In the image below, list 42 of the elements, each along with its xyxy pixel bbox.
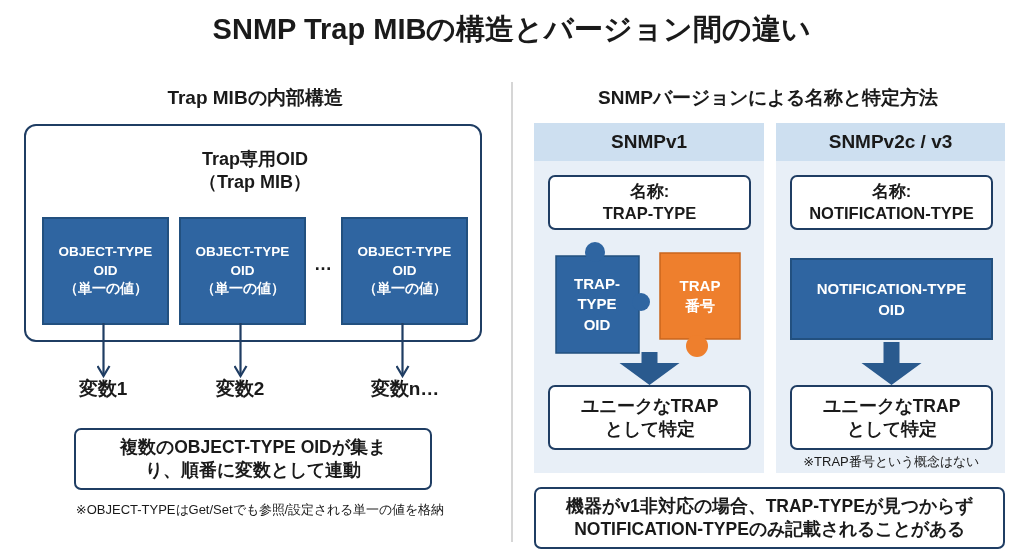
oid-box	[42, 217, 169, 325]
group-box	[24, 124, 482, 342]
oid-box	[179, 217, 306, 325]
oid-text: OBJECT-TYPE OID（単一の値）	[57, 242, 154, 299]
arrow	[96, 323, 111, 378]
text-box	[548, 175, 751, 230]
variable-label: 変数2	[200, 376, 280, 402]
text-box	[534, 487, 1005, 549]
puzzle-text: TRAP-TYPE OID	[573, 274, 621, 335]
text-box	[790, 385, 993, 450]
section-heading: SNMPバージョンによる名称と特定方法	[597, 86, 939, 110]
box-text: 機器がv1非対応の場合、TRAP-TYPEが見つからずNOTIFICATION-TYPEのみ記載されることがある	[564, 495, 974, 541]
ellipsis-mark: …	[313, 252, 333, 276]
text-box	[548, 385, 751, 450]
oid-box	[790, 258, 993, 340]
box-text: ユニークなTRAPとして特定	[821, 394, 962, 441]
box-text: ユニークなTRAPとして特定	[579, 394, 720, 441]
block-arrow	[861, 342, 922, 385]
oid-text: NOTIFICATION-TYPE OID	[815, 279, 968, 320]
puzzle-text: TRAP番号	[678, 275, 722, 316]
diagram-title: SNMP Trap MIBの構造とバージョン間の違い	[211, 12, 813, 47]
panel-header: SNMPv1	[534, 123, 764, 161]
group-heading: Trap専用OID（Trap MIB）	[198, 148, 312, 193]
oid-box	[341, 217, 468, 325]
oid-text: OBJECT-TYPE OID（単一の値）	[356, 242, 453, 299]
arrow	[233, 323, 248, 378]
box-text: 名称: NOTIFICATION-TYPE	[808, 181, 975, 224]
section-heading: Trap MIBの内部構造	[166, 86, 344, 110]
panel-header: SNMPv2c / v3	[776, 123, 1005, 161]
footnote: ※OBJECT-TYPEはGet/Setでも参照/設定される単一の値を格納	[74, 501, 446, 519]
footnote: ※TRAP番号という概念はない	[802, 453, 980, 471]
version-panel	[534, 123, 764, 473]
block-arrow	[619, 352, 680, 385]
arrow	[395, 323, 410, 378]
box-text: 名称: TRAP-TYPE	[601, 181, 698, 224]
version-panel	[776, 123, 1005, 473]
box-text: 複数のOBJECT-TYPE OIDが集まり、順番に変数として連動	[118, 436, 387, 482]
text-box	[790, 175, 993, 230]
variable-label: 変数n…	[360, 376, 450, 402]
text-box	[74, 428, 432, 490]
variable-label: 変数1	[63, 376, 143, 402]
oid-text: OBJECT-TYPE OID（単一の値）	[194, 242, 291, 299]
